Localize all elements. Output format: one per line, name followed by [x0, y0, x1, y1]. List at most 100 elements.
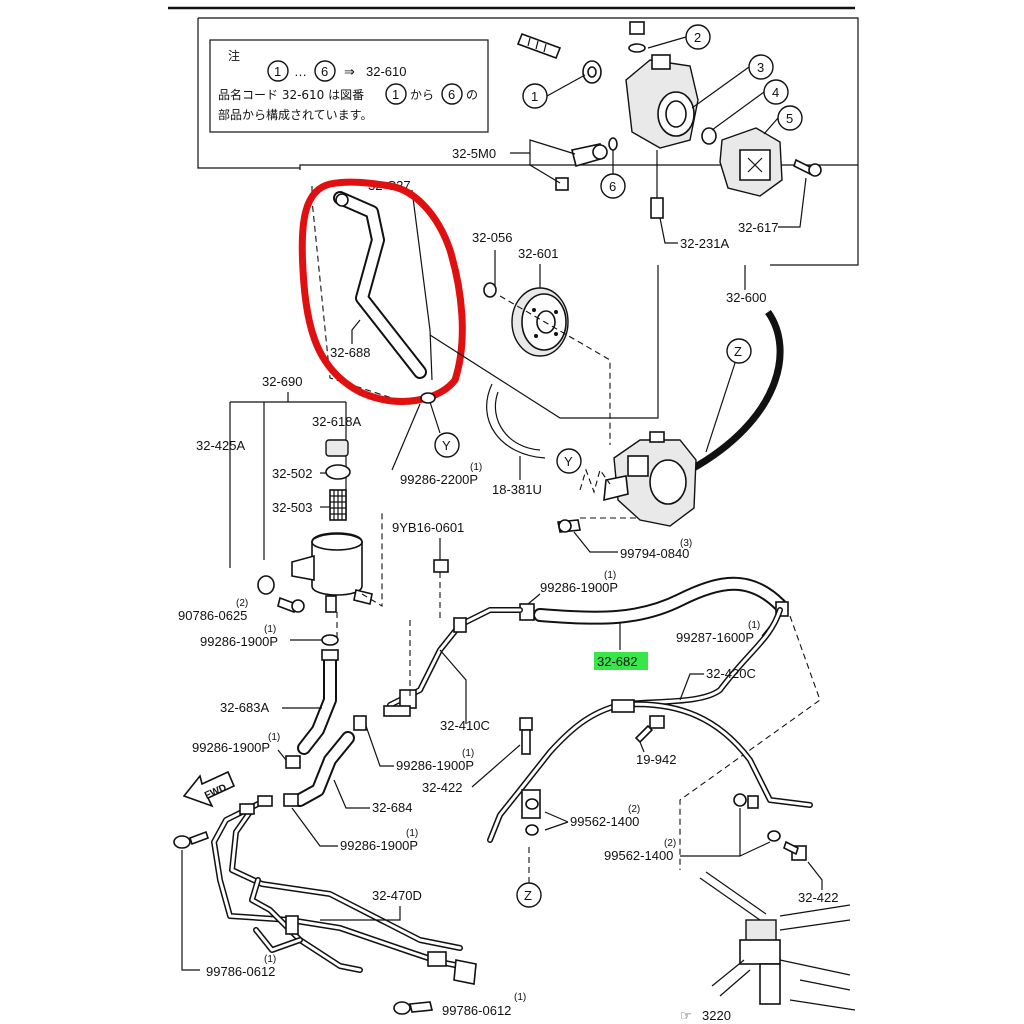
label-99286-1900p-e: 99286-1900P	[340, 838, 418, 853]
label-32-231a: 32-231A	[680, 236, 729, 251]
pump-oring	[701, 127, 717, 145]
pipe-32-410c	[383, 607, 523, 717]
label-32-682: 32-682	[597, 654, 637, 669]
qty-99287-1600p: (1)	[748, 620, 760, 631]
callout-1-text: 1	[531, 89, 538, 104]
marker-z-lower-text: Z	[524, 888, 532, 903]
note-line2-from: 1	[392, 87, 399, 102]
highlight-32-682	[594, 652, 648, 670]
label-19-942: 19-942	[636, 752, 676, 767]
pump-shaft	[516, 32, 562, 60]
red-annotation-loop	[298, 178, 466, 405]
reservoir-tank	[291, 532, 373, 613]
label-32-684: 32-684	[372, 800, 412, 815]
pump-fitting-top	[628, 21, 646, 53]
washer-99562-c	[733, 793, 759, 809]
washer-99562-b	[525, 824, 539, 836]
note-range-code: 32-610	[366, 64, 406, 79]
label-32-688: 32-688	[330, 345, 370, 360]
pump-body	[625, 54, 699, 149]
reservoir-strainer	[329, 489, 347, 521]
label-32-422-a: 32-422	[422, 780, 462, 795]
label-32-601: 32-601	[518, 246, 558, 261]
label-99562-1400-b: 99562-1400	[604, 848, 673, 863]
label-32-503: 32-503	[272, 500, 312, 515]
marker-y-pump-text: Y	[564, 454, 573, 469]
bolt-19-942	[634, 715, 665, 744]
label-32-690: 32-690	[262, 374, 302, 389]
hose-32-688	[333, 191, 427, 379]
note-range-sep: …	[294, 64, 307, 79]
label-32-5m0: 32-5M0	[452, 146, 496, 161]
note-line2-b: から	[410, 88, 434, 102]
marker-z-top	[726, 338, 752, 364]
label-99286-1900p-b: 99286-1900P	[200, 634, 278, 649]
cooler-32-470d	[211, 795, 477, 985]
callout-3-text: 3	[757, 60, 764, 75]
clamp-1900p-c	[285, 755, 301, 769]
nut-9yb16-0601	[433, 559, 449, 573]
qty-99786-0612-a: (1)	[264, 954, 276, 965]
note-arrow: ⇒	[344, 64, 355, 79]
label-99286-1900p-a: 99286-1900P	[540, 580, 618, 595]
qty-99286-1900p-d: (1)	[462, 748, 474, 759]
note-circle-line2-to	[441, 83, 463, 105]
fwd-arrow	[182, 770, 236, 808]
assembly-frame	[198, 17, 859, 266]
label-99286-2200p: 99286-2200P	[400, 472, 478, 487]
note-box	[209, 39, 489, 133]
reservoir-bracket-bolt	[257, 575, 305, 614]
belt-arc	[688, 309, 784, 474]
note-circle-to	[314, 60, 336, 82]
label-99286-1900p-d: 99286-1900P	[396, 758, 474, 773]
pulley-32-601	[511, 287, 569, 357]
hose-32-682	[519, 576, 789, 625]
belt-18-381u	[486, 383, 546, 459]
qty-99286-1900p-a: (1)	[604, 570, 616, 581]
label-32-422-b: 32-422	[798, 890, 838, 905]
qty-99286-1900p-c: (1)	[268, 732, 280, 743]
pulley-nut	[483, 282, 497, 298]
qty-99286-1900p-b: (1)	[264, 624, 276, 635]
marker-y-pump	[556, 448, 582, 474]
qty-99286-2200p: (1)	[470, 462, 482, 473]
label-99562-1400-a: 99562-1400	[570, 814, 639, 829]
pump-union-bolt	[555, 143, 608, 191]
label-99786-0612-b: 99786-0612	[442, 1003, 511, 1018]
guide-bracket	[429, 265, 659, 419]
label-32-425a: 32-425A	[196, 438, 245, 453]
label-32-056: 32-056	[472, 230, 512, 245]
label-32-618a: 32-618A	[312, 414, 361, 429]
note-range-to: 6	[321, 64, 328, 79]
steering-gear	[699, 871, 856, 1011]
note-line2-to: 6	[448, 87, 455, 102]
marker-y-upper	[434, 432, 460, 458]
callout-5-text: 5	[786, 111, 793, 126]
marker-z-top-text: Z	[734, 344, 742, 359]
clamp-1900p-b	[321, 634, 339, 646]
qty-99562-1400-a: (2)	[628, 804, 640, 815]
pipe-32-420c	[487, 607, 813, 843]
pump-installed	[603, 431, 697, 527]
qty-99286-1900p-e: (1)	[406, 828, 418, 839]
label-32-502: 32-502	[272, 466, 312, 481]
clamp-1900p-e	[283, 793, 299, 807]
hose-32-684	[293, 715, 367, 807]
label-32-410c: 32-410C	[440, 718, 490, 733]
label-90786-0625: 90786-0625	[178, 608, 247, 623]
qty-90786-0625: (2)	[236, 598, 248, 609]
bolt-32-422-a	[519, 717, 533, 755]
guide-688-left	[311, 186, 393, 399]
note-circle-line2-from	[385, 83, 407, 105]
marker-y-upper-text: Y	[442, 438, 451, 453]
ref-3220-arrow: ☞	[680, 1008, 692, 1023]
note-circle-from	[267, 60, 289, 82]
qty-99562-1400-b: (2)	[664, 838, 676, 849]
label-32-600: 32-600	[726, 290, 766, 305]
label-18-381u: 18-381U	[492, 482, 542, 497]
cover-bolt	[793, 158, 822, 177]
guide-pulley	[499, 295, 611, 445]
label-3220: 3220	[702, 1008, 731, 1023]
